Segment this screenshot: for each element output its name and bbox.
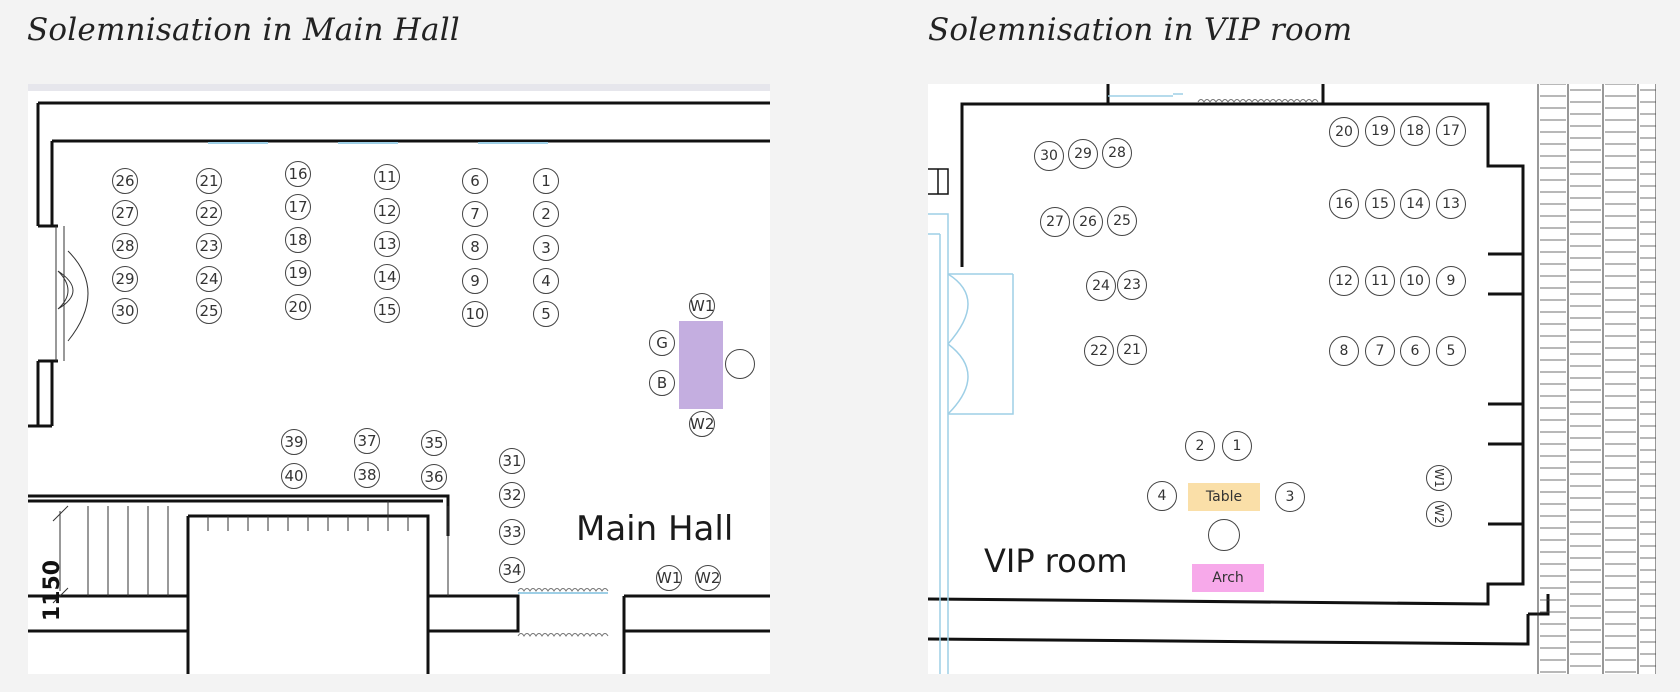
main-hall-label: Main Hall [576,509,734,549]
main-hall-heading: Solemnisation in Main Hall [27,12,460,48]
main-hall-seat: 30 [112,298,138,324]
main-hall-seat: 17 [285,194,311,220]
vip-room-seat: 27 [1040,207,1070,237]
main-hall-seat: 20 [285,294,311,320]
main-hall-seat: 33 [499,519,525,545]
vip-room-seat: 15 [1365,189,1395,219]
vip-room-seat: 20 [1329,117,1359,147]
vip-room-seat: 8 [1329,336,1359,366]
vip-room-seat: 2 [1185,431,1215,461]
vip-room-seat: 12 [1329,266,1359,296]
bottom-seat-w2: W2 [695,565,721,591]
vip-room-seat: 26 [1073,207,1103,237]
vip-room-seat: 6 [1400,336,1430,366]
main-hall-seat: 9 [462,268,488,294]
vip-room-seat: 22 [1084,336,1114,366]
vip-room-seat: 4 [1147,481,1177,511]
vip-room-seat: 29 [1068,139,1098,169]
main-hall-seat: 31 [499,448,525,474]
table-seat-g: G [649,330,675,356]
vip-table: Table [1188,483,1260,511]
main-hall-seat: 22 [196,200,222,226]
main-hall-walls [28,101,770,674]
main-hall-seat: 11 [374,164,400,190]
table-seat-empty [725,349,755,379]
main-hall-seat: 4 [533,268,559,294]
main-hall-seat: 38 [354,462,380,488]
main-hall-seat: 32 [499,482,525,508]
vip-room-seat: 19 [1365,116,1395,146]
main-hall-seat: 40 [281,463,307,489]
main-hall-seat: 18 [285,227,311,253]
table-seat-w1: W1 [689,293,715,319]
main-hall-seat: 29 [112,266,138,292]
main-hall-seat: 36 [421,464,447,490]
side-seat-w1: W1 [1426,465,1452,491]
main-hall-seat: 24 [196,266,222,292]
main-hall-seat: 7 [462,201,488,227]
main-hall-seat: 3 [533,235,559,261]
vip-room-seat: 17 [1436,116,1466,146]
main-hall-seat: 12 [374,198,400,224]
side-seat-w2: W2 [1426,501,1452,527]
main-hall-table [679,321,723,409]
vip-table-empty-seat [1208,519,1240,551]
vip-room-seat: 1 [1222,431,1252,461]
dimension-label: 1150 [40,559,66,622]
main-hall-seat: 1 [533,168,559,194]
main-hall-seat: 37 [354,428,380,454]
table-seat-b: B [649,370,675,396]
main-hall-seat: 6 [462,168,488,194]
vip-room-seat: 9 [1436,266,1466,296]
main-hall-seat: 39 [281,429,307,455]
vip-room-seat: 3 [1275,482,1305,512]
vip-room-seat: 18 [1400,116,1430,146]
main-hall-seat: 23 [196,233,222,259]
vip-room-label: VIP room [984,542,1128,580]
vip-room-seat: 14 [1400,189,1430,219]
main-hall-seat: 28 [112,233,138,259]
main-hall-seat: 15 [374,297,400,323]
main-hall-seat: 5 [533,301,559,327]
main-hall-seat: 19 [285,260,311,286]
main-hall-seat: 10 [462,301,488,327]
main-hall-seat: 25 [196,298,222,324]
vip-room-walls [928,84,1656,674]
main-hall-seat: 26 [112,168,138,194]
vip-room-heading: Solemnisation in VIP room [928,12,1353,48]
vip-room-seat: 11 [1365,266,1395,296]
main-hall-seat: 13 [374,231,400,257]
main-hall-seat: 8 [462,234,488,260]
main-hall-seat: 34 [499,557,525,583]
vip-room-seat: 10 [1400,266,1430,296]
vip-room-seat: 7 [1365,336,1395,366]
vip-room-seat: 23 [1117,270,1147,300]
bottom-seat-w1: W1 [656,565,682,591]
vip-room-seat: 21 [1117,335,1147,365]
main-hall-seat: 21 [196,168,222,194]
vip-room-seat: 5 [1436,336,1466,366]
main-hall-seat: 16 [285,161,311,187]
vip-arch: Arch [1192,564,1264,592]
main-hall-seat: 14 [374,264,400,290]
main-hall-seat: 2 [533,201,559,227]
vip-room-seat: 28 [1102,138,1132,168]
main-hall-seat: 35 [421,430,447,456]
vip-room-seat: 24 [1086,271,1116,301]
vip-room-seat: 13 [1436,189,1466,219]
vip-room-seat: 16 [1329,189,1359,219]
vip-room-seat: 30 [1034,141,1064,171]
main-hall-seat: 27 [112,200,138,226]
table-seat-w2: W2 [689,411,715,437]
vip-room-seat: 25 [1107,206,1137,236]
